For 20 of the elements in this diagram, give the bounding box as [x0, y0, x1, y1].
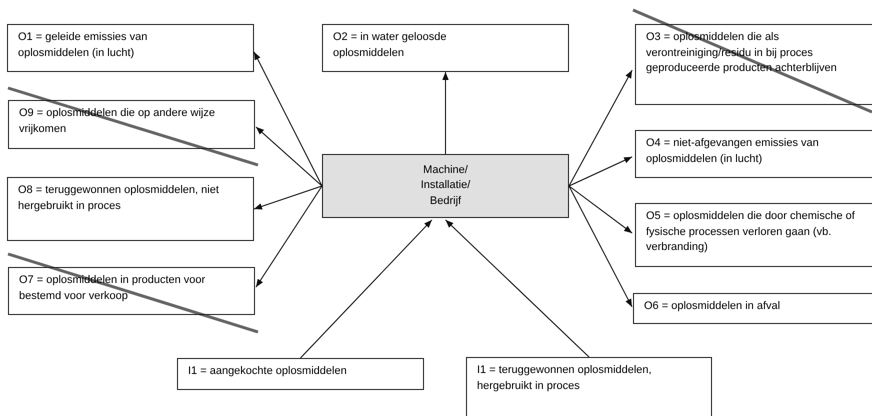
process-box: Machine/ Installatie/ Bedrijf — [322, 154, 569, 218]
flow-box: O5 = oplosmiddelen die door chemische of fysische processen verloren gaan (vb. verbranding) — [635, 203, 872, 267]
arrow — [568, 186, 633, 234]
arrow — [256, 126, 322, 186]
arrow — [254, 186, 322, 210]
flow-box: I1 = teruggewonnen oplosmiddelen, hergebruikt in proces — [466, 357, 712, 416]
arrow — [300, 219, 432, 358]
arrow — [254, 51, 322, 186]
arrow — [256, 186, 322, 288]
flow-box: O4 = niet-afgevangen emissies van oplosmiddelen (in lucht) — [635, 130, 872, 178]
arrow — [568, 156, 633, 186]
flow-box: O8 = teruggewonnen oplosmiddelen, niet hergebruikt in proces — [7, 177, 254, 241]
arrow — [568, 70, 633, 186]
arrow — [568, 186, 633, 308]
arrow — [442, 72, 449, 154]
flow-box: I1 = aangekochte oplosmiddelen — [177, 358, 424, 390]
flow-box: O1 = geleide emissies van oplosmiddelen (in lucht) — [7, 24, 254, 72]
flow-box: O6 = oplosmiddelen in afval — [633, 293, 872, 324]
arrow — [445, 219, 590, 358]
flow-box: O2 = in water geloosde oplosmiddelen — [322, 24, 569, 72]
